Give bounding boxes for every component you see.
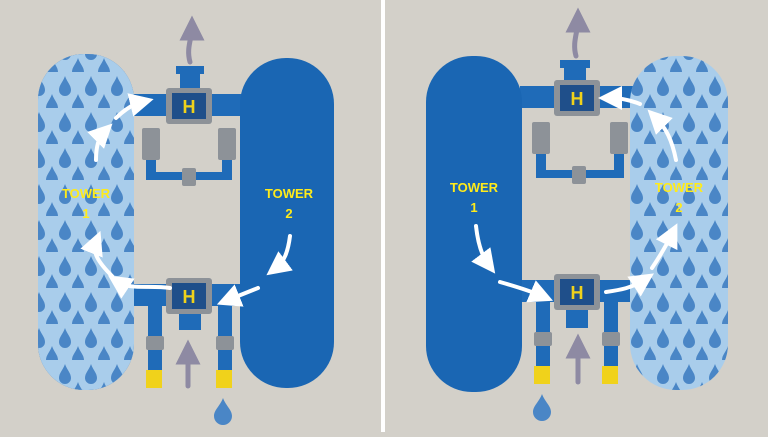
panel-divider [381, 0, 385, 432]
flow-arrow-icon [650, 223, 678, 270]
panel-1-flow-arrows [80, 93, 293, 307]
flow-arrow-icon [87, 123, 113, 162]
flow-arrow-icon [266, 234, 293, 276]
flow-arrow-icon [604, 273, 654, 297]
panel-1-top-valve: H [166, 88, 212, 124]
panel-2-bottom-valve: H [554, 274, 600, 310]
svg-text:H: H [571, 89, 584, 109]
flow-arrow-icon [498, 280, 554, 303]
panel-2-indicator-left [534, 366, 550, 384]
panel-2-tower-2-number: 2 [675, 200, 682, 215]
panel-2-tower-1-body [426, 56, 522, 392]
svg-text:H: H [183, 97, 196, 117]
water-droplet-icon [533, 394, 551, 421]
flow-arrow-icon [647, 109, 678, 162]
panel-1-tower-2-label: TOWER [265, 186, 314, 201]
flow-arrow-icon [179, 15, 205, 65]
panel-2-tower-2-droplets [630, 56, 728, 390]
flow-arrow-icon [80, 230, 114, 278]
panel-2-indicator-right [602, 366, 618, 384]
panel-1-tower-2-body [240, 58, 334, 388]
panel-2: H H TOWER 1 TOWER 2 [426, 7, 728, 421]
panel-1-tower-1-droplets [38, 54, 134, 390]
panel-1-tower-1-number: 1 [82, 206, 89, 221]
panel-1-tower-2-number: 2 [285, 206, 292, 221]
panel-1: H H TOWER 1 TOWER 2 [38, 15, 334, 425]
panel-2-flow-arrows [471, 86, 678, 303]
panel-2-tower-1-number: 1 [470, 200, 477, 215]
panel-1-side-valves [142, 128, 236, 350]
flow-arrow-icon [216, 284, 260, 307]
flow-arrow-icon [108, 275, 172, 299]
panel-2-gray-arrows [565, 7, 591, 385]
panel-1-gray-arrows [175, 15, 205, 389]
panel-2-tower-2-label: TOWER [655, 180, 704, 195]
panel-2-side-valves [532, 122, 628, 346]
panel-1-bottom-valve: H [166, 278, 212, 314]
flow-arrow-icon [598, 86, 642, 111]
flow-arrow-icon [471, 224, 496, 274]
flow-arrow-icon [565, 7, 591, 59]
flow-arrow-icon [114, 93, 154, 120]
panel-2-tower-1-label: TOWER [450, 180, 499, 195]
panel-2-top-valve: H [554, 80, 600, 116]
svg-text:H: H [571, 283, 584, 303]
water-droplet-icon [214, 398, 232, 425]
svg-text:H: H [183, 287, 196, 307]
panel-1-indicator-left [146, 370, 162, 388]
panel-1-tower-1-label: TOWER [62, 186, 111, 201]
panel-1-indicator-right [216, 370, 232, 388]
